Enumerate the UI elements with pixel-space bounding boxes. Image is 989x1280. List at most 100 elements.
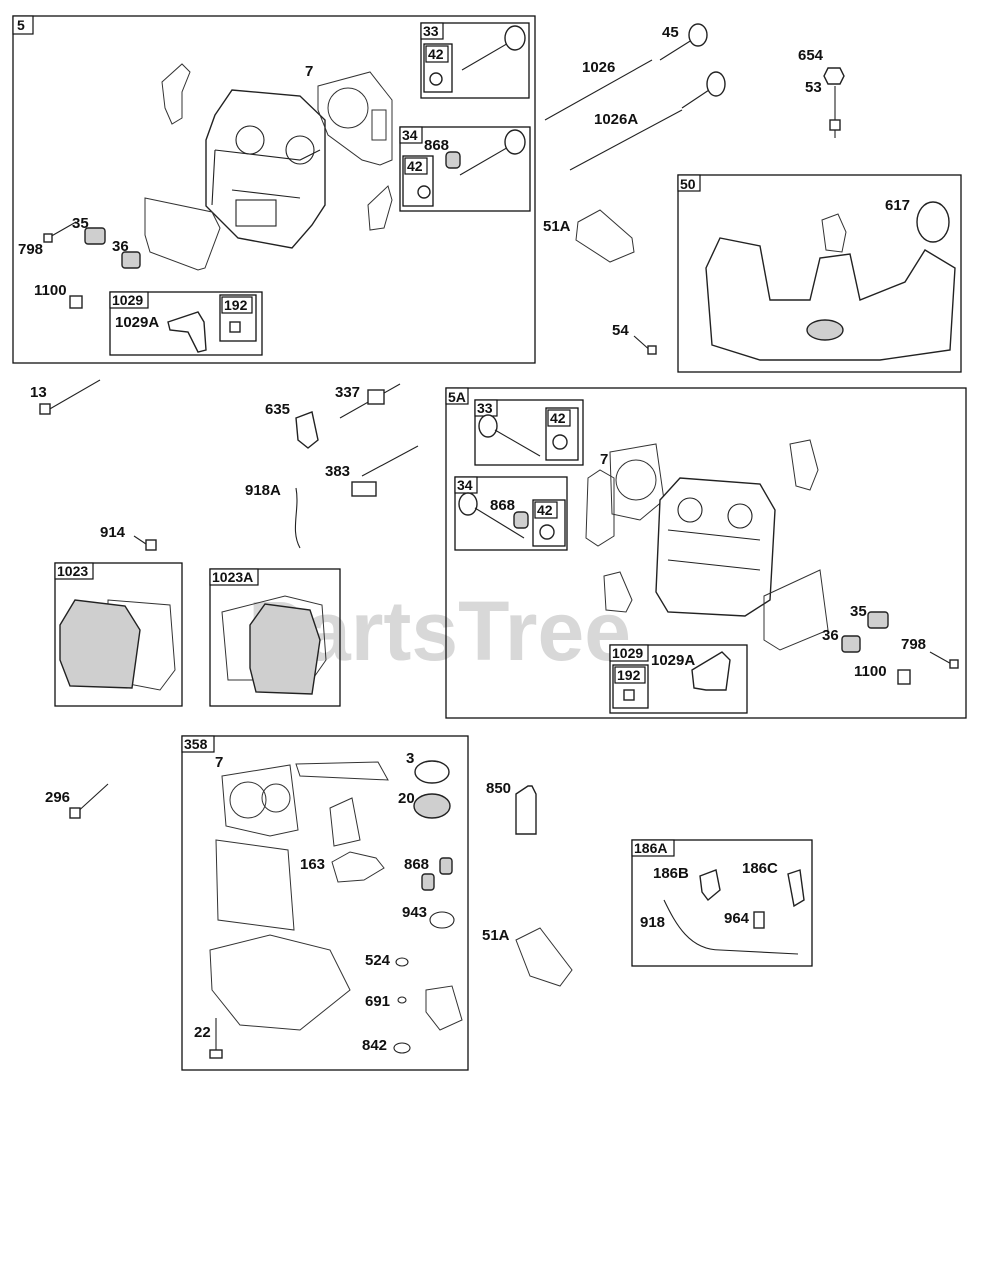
group-tag-1029: 1029	[612, 645, 643, 661]
group-33b-box[interactable]: 33 42	[474, 399, 584, 466]
part-label-798: 798	[901, 636, 926, 653]
gasket-163-drawing	[331, 851, 385, 883]
group-tag-1029: 1029	[112, 292, 143, 308]
part-label-1026A: 1026A	[594, 111, 638, 128]
part-label-918: 918	[640, 914, 665, 931]
part-label-35: 35	[72, 215, 89, 232]
part-label-296: 296	[45, 789, 70, 806]
group-tag-358: 358	[184, 736, 208, 752]
oring-524-drawing	[395, 957, 409, 967]
group-1029b-box[interactable]: 1029 1029A 192	[609, 644, 748, 714]
seal-868-drawing	[439, 857, 453, 875]
part-label-964: 964	[724, 910, 750, 927]
part-label-20: 20	[398, 790, 415, 807]
group-1023A-box[interactable]: 1023A	[209, 568, 341, 707]
part-label-7: 7	[215, 754, 223, 771]
group-358-box[interactable]: 358	[181, 735, 469, 1071]
gasket-drawing	[161, 63, 191, 125]
group-33-box[interactable]: 33 42	[420, 22, 530, 99]
group-tag-42: 42	[407, 158, 423, 174]
part-label-53: 53	[805, 79, 822, 96]
gasket-51A-b-drawing	[515, 927, 573, 987]
part-label-868: 868	[424, 137, 449, 154]
part-label-51A: 51A	[543, 218, 571, 235]
part-label-1026: 1026	[582, 59, 615, 76]
group-tag-186A: 186A	[634, 840, 667, 856]
group-186A-box[interactable]: 186A 186B 186C 918 964	[631, 839, 813, 967]
nut-654-drawing	[823, 67, 845, 85]
part-label-654: 654	[798, 47, 824, 64]
tool-296-drawing	[69, 783, 109, 819]
stud-53-drawing	[829, 86, 841, 138]
part-label-617: 617	[885, 197, 910, 214]
boot-635-drawing	[295, 411, 319, 449]
part-label-54: 54	[612, 322, 629, 339]
part-label-13: 13	[30, 384, 47, 401]
pushrod-1026-drawing	[544, 59, 653, 121]
bolt-54-drawing	[633, 335, 657, 355]
part-label-850: 850	[486, 780, 511, 797]
part-label-383: 383	[325, 463, 350, 480]
nut-1100-5A-drawing	[897, 669, 911, 685]
oring-842-drawing	[393, 1042, 411, 1054]
group-1029-box[interactable]: 1029 1029A 192	[109, 291, 263, 356]
part-label-842: 842	[362, 1037, 387, 1054]
gasket-5A-small-drawing	[789, 439, 819, 491]
part-label-36: 36	[822, 627, 839, 644]
part-label-635: 635	[265, 401, 290, 418]
bolt-798-drawing	[43, 221, 77, 243]
spring-36-5A-drawing	[841, 635, 861, 653]
group-tag-5A: 5A	[448, 389, 466, 405]
part-label-186C: 186C	[742, 860, 778, 877]
head-gasket-5A-drawing	[585, 443, 665, 547]
group-tag-34: 34	[457, 477, 473, 493]
part-label-22: 22	[194, 1024, 211, 1041]
part-label-918A: 918A	[245, 482, 281, 499]
nut-1100-drawing	[69, 295, 83, 309]
part-label-524: 524	[365, 952, 391, 969]
part-label-1029A: 1029A	[115, 314, 159, 331]
group-34b-box[interactable]: 34 868 42	[454, 476, 568, 551]
group-5-box[interactable]: 5	[12, 15, 536, 364]
part-label-36: 36	[112, 238, 129, 255]
rocker-cover-1023A-drawing	[249, 603, 321, 695]
group-tag-192: 192	[617, 667, 641, 683]
sealant-tube-850-drawing	[515, 785, 537, 835]
spring-35-5A-drawing	[867, 611, 889, 629]
group-5A-box[interactable]: 5A	[445, 387, 967, 719]
group-50-box[interactable]: 50 617	[677, 174, 962, 373]
valve-drawing	[681, 71, 726, 109]
group-tag-42: 42	[428, 46, 444, 62]
group-tag-1023A: 1023A	[212, 569, 253, 585]
part-label-798: 798	[18, 241, 43, 258]
bolt-798-5A-drawing	[929, 651, 959, 669]
spark-plug-337-drawing	[339, 383, 401, 419]
part-label-1100: 1100	[854, 663, 887, 680]
rocker-gasket-drawing	[144, 197, 221, 271]
rocker-gasket-5A-drawing	[763, 569, 829, 651]
pushrod-1026A-drawing	[569, 109, 683, 171]
part-label-868: 868	[490, 497, 515, 514]
part-label-51A: 51A	[482, 927, 510, 944]
group-tag-42: 42	[550, 410, 566, 426]
seal-20-drawing	[413, 793, 451, 819]
group-tag-33: 33	[423, 23, 439, 39]
tube-918A-drawing	[294, 487, 301, 549]
group-tag-42: 42	[537, 502, 553, 518]
group-tag-1023: 1023	[57, 563, 88, 579]
group-tag-33: 33	[477, 400, 493, 416]
bolt-914-drawing	[133, 535, 157, 551]
part-label-163: 163	[300, 856, 325, 873]
part-label-1029A: 1029A	[651, 652, 695, 669]
group-tag-192: 192	[224, 297, 248, 313]
part-label-45: 45	[662, 24, 679, 41]
spring-36-drawing	[121, 251, 141, 269]
rocker-cover-drawing	[59, 599, 141, 689]
group-1023-box[interactable]: 1023	[54, 562, 183, 707]
part-label-1100: 1100	[34, 282, 67, 299]
intake-manifold-drawing	[705, 237, 956, 361]
group-tag-5: 5	[17, 17, 25, 33]
spring-35-drawing	[84, 227, 106, 245]
group-34-box[interactable]: 34 868 42	[399, 126, 531, 212]
